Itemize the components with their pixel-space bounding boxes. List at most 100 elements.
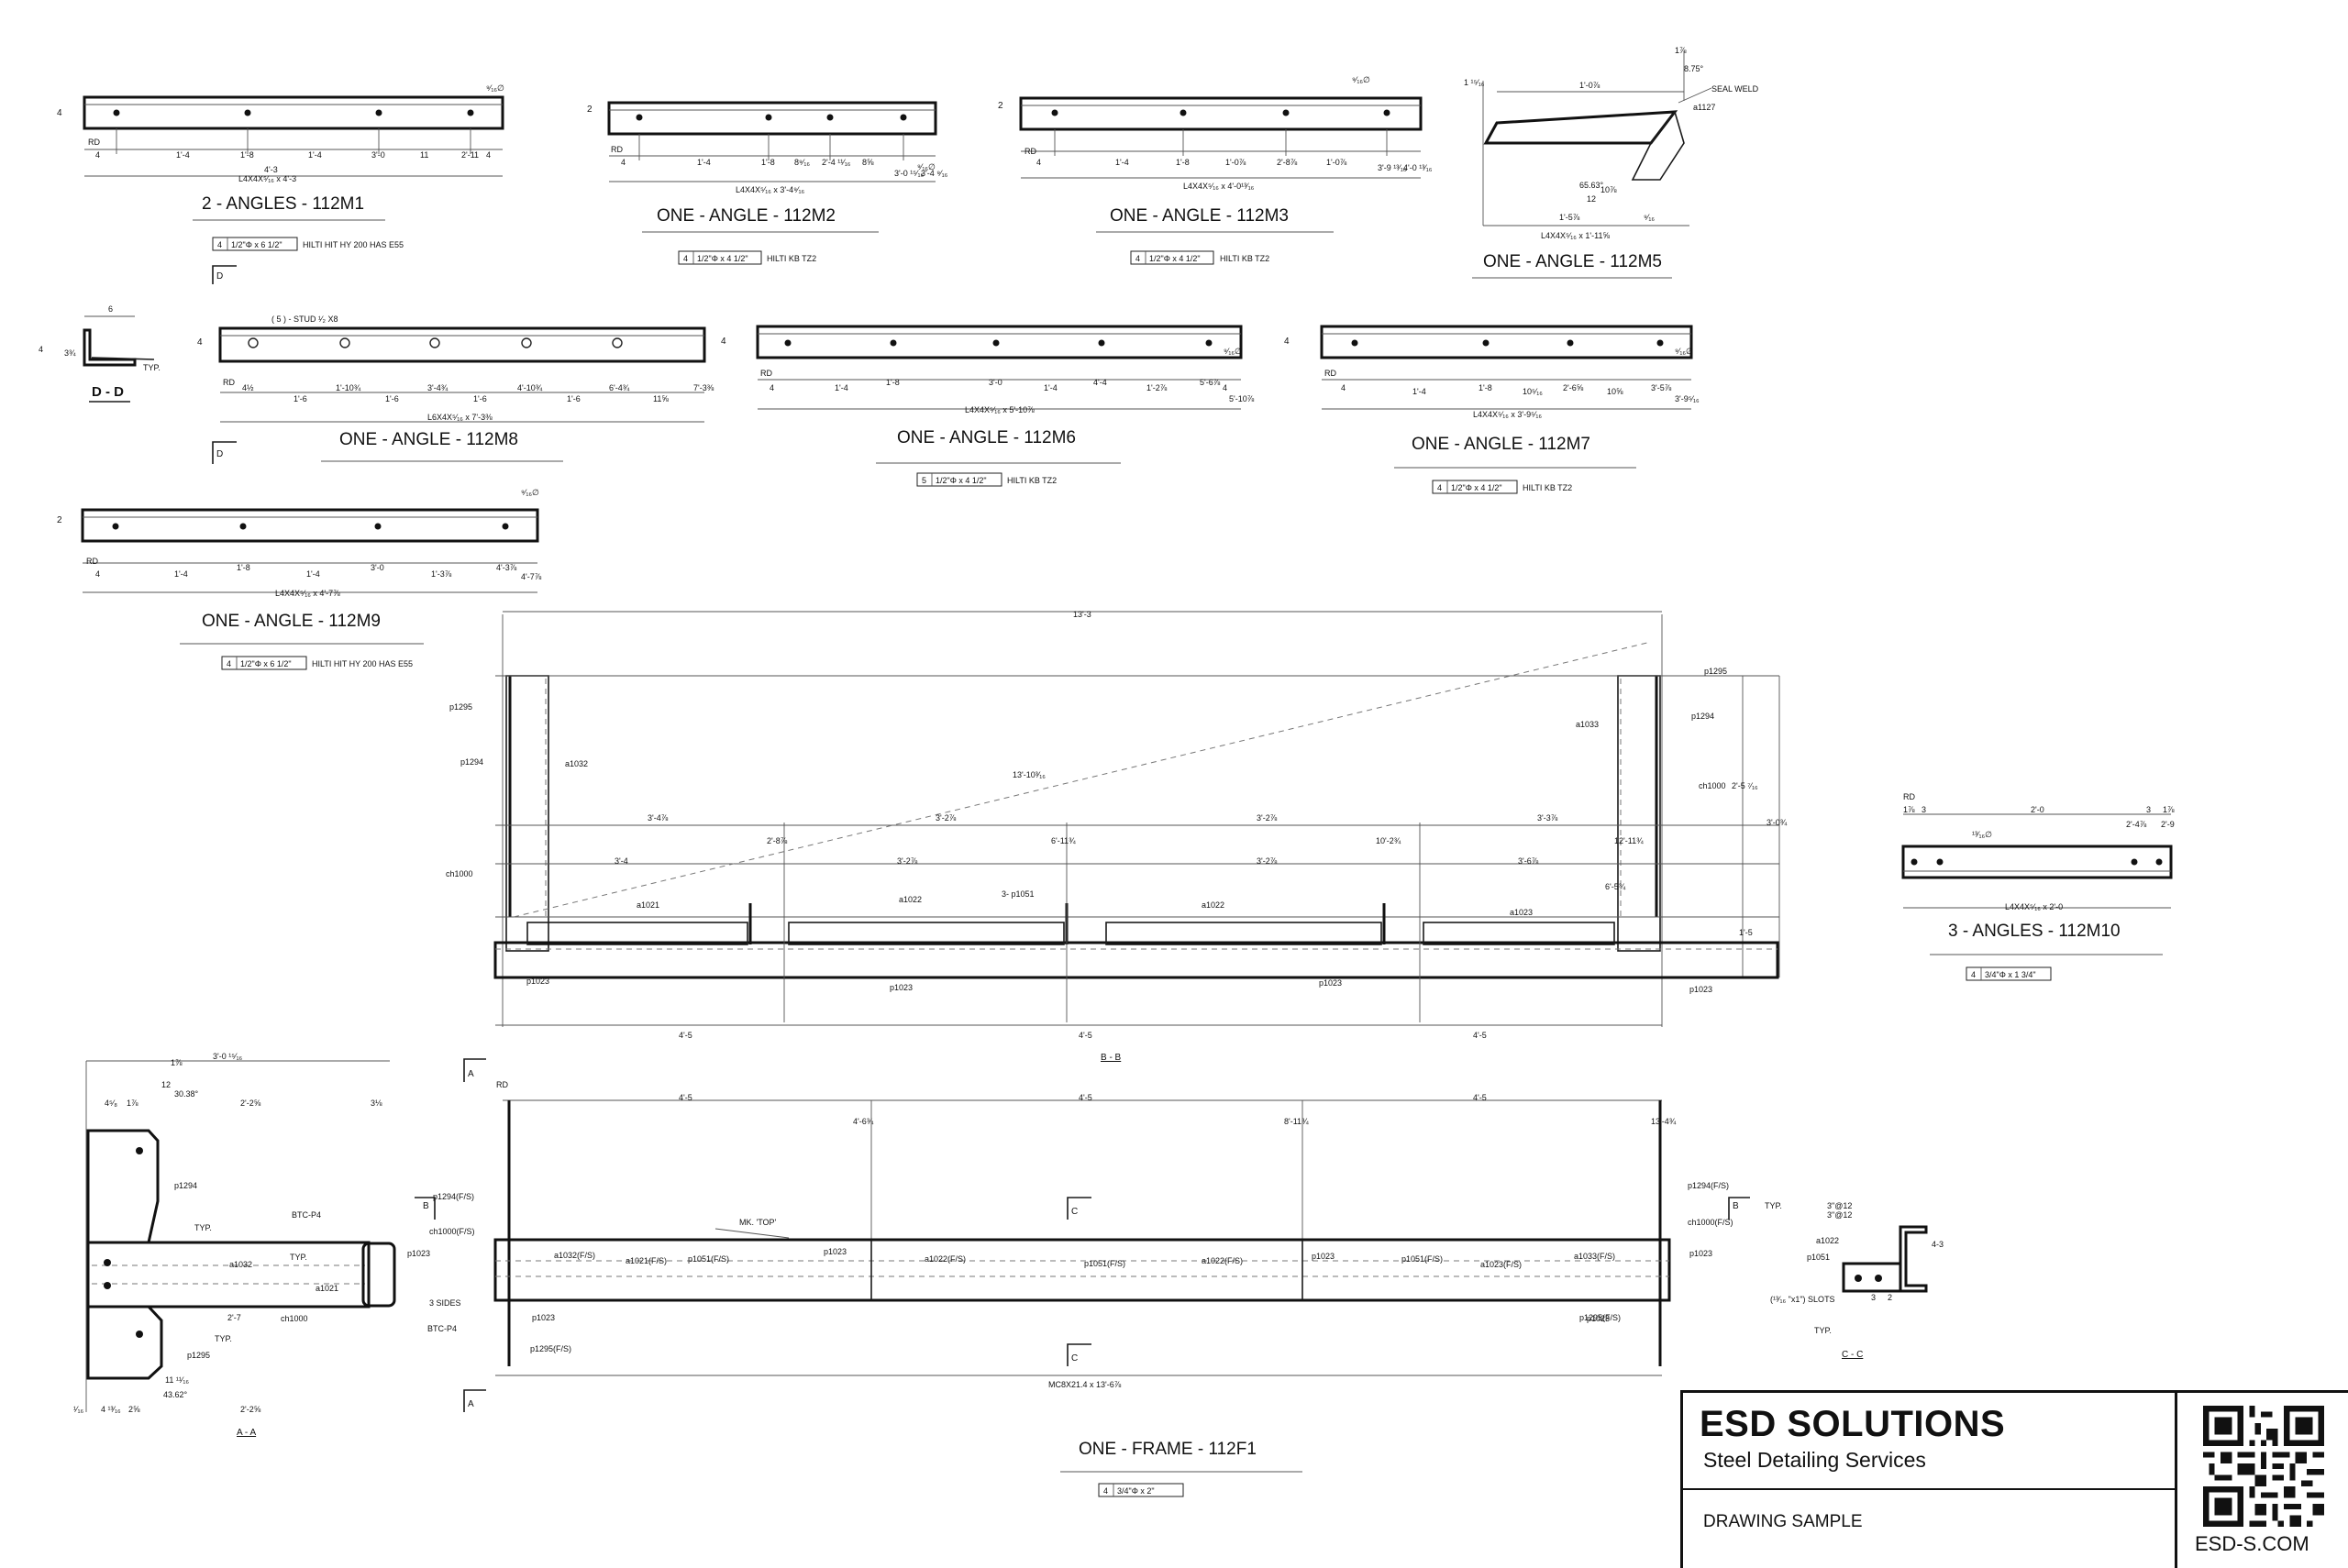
part-mark: p1023: [1319, 978, 1342, 988]
dim: 4 ¹³⁄₁₆: [101, 1405, 121, 1414]
part-mark: ch1000: [1699, 781, 1726, 790]
dim: 2'-8⅞: [767, 836, 788, 845]
dim: 8.75°: [1684, 64, 1704, 73]
part-mark: ch1000(F/S): [1688, 1218, 1733, 1227]
dim: 3'-6⅞: [1518, 856, 1539, 866]
section-marker: D: [216, 449, 223, 459]
part-mark: ch1000: [281, 1314, 308, 1323]
website-link[interactable]: ESD-S.COM: [2195, 1532, 2309, 1555]
dim: 4'-10¾: [517, 383, 543, 392]
part-mark: 3- p1051: [1002, 889, 1035, 899]
leg-label: 4: [57, 108, 62, 118]
dim: 4'-5: [679, 1031, 692, 1040]
dim: ⁹⁄₁₆: [1644, 213, 1655, 222]
anchor-qty: 4: [1971, 970, 1976, 979]
anchor-desc: HILTI KB TZ2: [1523, 483, 1572, 492]
detail-title: ONE - ANGLE - 112M7: [1412, 435, 1590, 454]
plate-section: [1842, 1262, 1902, 1293]
dim: 43.62°: [163, 1390, 188, 1399]
part-mark: p1294(F/S): [433, 1192, 474, 1201]
dim: 1'-4: [697, 158, 711, 167]
detail-title: ONE - ANGLE - 112M6: [897, 428, 1076, 447]
part-mark: p1051(F/S): [1401, 1254, 1443, 1264]
part-mark: p1023: [407, 1249, 430, 1258]
anchor-qty: 4: [683, 254, 688, 263]
diag-dim: 13'-10³⁄₁₆: [1013, 770, 1046, 779]
part-mark: ch1000(F/S): [429, 1227, 475, 1236]
dim: 3'-0: [371, 563, 384, 572]
size-label: L6X4X⁵⁄₁₆ x 7'-3⅜: [427, 413, 493, 422]
anchor-size: 3/4"Φ x 1 3/4": [1985, 970, 2036, 979]
dim: 1 ¹⁵⁄₁₆: [1464, 78, 1485, 87]
frame-channel: [493, 1238, 1671, 1302]
dim: 1'-4: [306, 569, 320, 579]
weld-note: SEAL WELD: [1711, 84, 1759, 94]
size-label: L4X4X⁵⁄₁₆ x 3'-9⁵⁄₁₆: [1473, 410, 1542, 419]
dim: 1'-8: [237, 563, 250, 572]
section-marker: D: [216, 271, 223, 282]
bottom-channel: [493, 941, 1779, 979]
title-block: ESD SOLUTIONS Steel Detailing Services D…: [1680, 1390, 2348, 1568]
title-block-left: ESD SOLUTIONS Steel Detailing Services D…: [1683, 1393, 2177, 1568]
company-name: ESD SOLUTIONS: [1700, 1404, 2006, 1444]
dim: 3'-9 ¹³⁄₁₆: [1378, 163, 1407, 172]
mark-top: MK. 'TOP': [739, 1218, 777, 1227]
section-marker: B: [423, 1201, 429, 1211]
part-mark: a1127: [1693, 103, 1715, 112]
dim: 4'-0 ¹³⁄₁₆: [1403, 163, 1433, 172]
dim: 3: [1922, 805, 1926, 814]
angle-112m6: [756, 325, 1243, 359]
part-mark: p1023: [1689, 985, 1712, 994]
dim: 30.38°: [174, 1089, 199, 1099]
part-mark: p1051(F/S): [688, 1254, 729, 1264]
base-plate-bottom: [86, 1305, 163, 1380]
dim: 1'-4: [835, 383, 848, 392]
hole-note: ⁹⁄₁₆∅: [521, 488, 539, 497]
dim: 3: [1871, 1293, 1876, 1302]
dim: 3'-0 ¹⁵⁄₁₆: [894, 169, 924, 178]
part-mark: p1295(F/S): [530, 1344, 571, 1353]
dim: 4'-5: [1079, 1093, 1092, 1102]
dim: 1'-4: [176, 150, 190, 160]
channel-section: [1899, 1225, 1928, 1293]
dim: 3"@12: [1827, 1210, 1852, 1220]
anchor-qty: 4: [1437, 483, 1442, 492]
part-mark: a1023: [1510, 908, 1533, 917]
section-title: A - A: [237, 1428, 256, 1438]
detail-title: ONE - ANGLE - 112M8: [339, 430, 518, 449]
dim: 3'-9⁵⁄₁₆: [1675, 394, 1700, 403]
note: TYP.: [1765, 1201, 1782, 1210]
part-mark: a1032: [565, 759, 588, 768]
dim: 4: [486, 150, 491, 160]
dim: 3'-4 ⁹⁄₁₆: [921, 169, 948, 178]
detail-section-aa: 3'-0 ¹⁵⁄₁₆ 4⁵⁄₈ 1⅞ 2'-2⅝ 3⅛ 12 30.38° 1⅞…: [73, 1052, 461, 1438]
size-label: L4X4X⁵⁄₁₆ x 4'-7⅞: [275, 589, 340, 598]
dim: 4'-3⅞: [496, 563, 517, 572]
section-marker: C: [1071, 1353, 1078, 1364]
size-label: MC8X21.4 x 13'-6⅞: [1048, 1380, 1122, 1389]
dim: 3'-0¾: [1767, 818, 1788, 827]
part-mark: TYP.: [194, 1223, 212, 1232]
leg-label: 4: [721, 337, 726, 347]
part-mark: a1021: [637, 900, 659, 910]
detail-section-dd: 6 4 3¾ TYP. D - D: [39, 304, 161, 403]
detail-112m7: RD 4 ⁹⁄₁₆∅ 4 1'-4 1'-8 10⁵⁄₁₆ 2'-6⅝ 10⅝ …: [1284, 325, 1700, 494]
hole-note: ¹³⁄₁₆∅: [1972, 830, 1992, 839]
dim: 6'-11¾: [1051, 836, 1076, 845]
detail-title: 2 - ANGLES - 112M1: [202, 194, 364, 214]
part-mark: p1023: [1587, 1314, 1610, 1323]
leg-label: 4: [1284, 337, 1290, 347]
anchor-desc: HILTI KB TZ2: [1220, 254, 1269, 263]
stud-note: ( 5 ) - STUD ¹⁄₂ X8: [271, 315, 338, 324]
qr-code-icon[interactable]: [2203, 1406, 2324, 1527]
dim: 10⅝: [1607, 387, 1623, 396]
part-mark: p1294(F/S): [1688, 1181, 1729, 1190]
section-title: C - C: [1842, 1350, 1863, 1360]
dim: 1'-8: [1176, 158, 1190, 167]
dim: 2'-4⅞: [2126, 820, 2147, 829]
dim: 4-3: [1932, 1240, 1944, 1249]
dim: 1⅞: [171, 1058, 183, 1067]
angle-112m7: [1320, 325, 1693, 359]
rd-label: RD: [496, 1080, 508, 1089]
